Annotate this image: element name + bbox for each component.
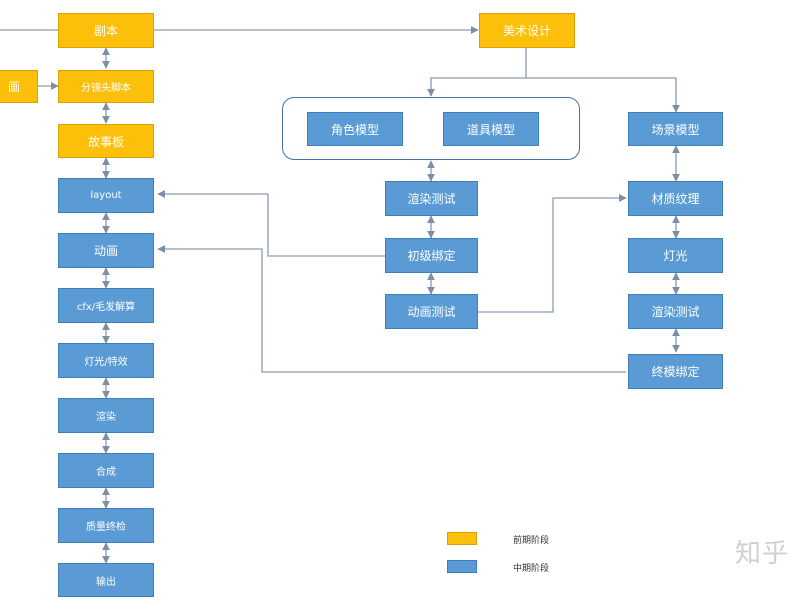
node-render[interactable]: 渲染 <box>58 398 154 433</box>
node-char-model[interactable]: 角色模型 <box>307 112 403 146</box>
node-left-cut[interactable]: 画 <box>0 70 38 103</box>
node-cfx[interactable]: cfx/毛发解算 <box>58 288 154 323</box>
edge-art-scene <box>526 77 680 113</box>
legend-swatch-pre <box>447 532 477 545</box>
node-rigging[interactable]: 初级绑定 <box>385 238 478 273</box>
node-anim-test[interactable]: 动画测试 <box>385 294 478 329</box>
watermark: 知乎 <box>735 539 790 569</box>
edge-rig-layout <box>157 190 385 257</box>
edge-animtest-material <box>478 194 627 313</box>
node-light-fx[interactable]: 灯光/特效 <box>58 343 154 378</box>
node-animation[interactable]: 动画 <box>58 233 154 268</box>
node-prop-model[interactable]: 道具模型 <box>443 112 539 146</box>
node-art-design[interactable]: 美术设计 <box>479 13 575 48</box>
node-story-board[interactable]: 故事板 <box>58 124 154 158</box>
node-layout[interactable]: layout <box>58 178 154 213</box>
legend-label-mid: 中期阶段 <box>513 564 550 574</box>
node-final-rig[interactable]: 终模绑定 <box>628 354 723 389</box>
model-group <box>282 97 580 160</box>
edge-finalrig-anim <box>157 245 626 373</box>
node-render-test-1[interactable]: 渲染测试 <box>385 181 478 216</box>
node-lighting[interactable]: 灯光 <box>628 238 723 273</box>
node-qc[interactable]: 质量终检 <box>58 508 154 543</box>
node-scene-model[interactable]: 场景模型 <box>628 112 723 146</box>
node-storyboard-script[interactable]: 分镜头脚本 <box>58 70 154 103</box>
node-material[interactable]: 材质纹理 <box>628 181 723 216</box>
legend-swatch-mid <box>447 560 477 573</box>
node-composite[interactable]: 合成 <box>58 453 154 488</box>
edge-art-group <box>427 77 526 97</box>
legend-label-pre: 前期阶段 <box>513 536 550 546</box>
node-script[interactable]: 剧本 <box>58 13 154 48</box>
node-output[interactable]: 输出 <box>58 563 154 597</box>
node-render-test-2[interactable]: 渲染测试 <box>628 294 723 329</box>
